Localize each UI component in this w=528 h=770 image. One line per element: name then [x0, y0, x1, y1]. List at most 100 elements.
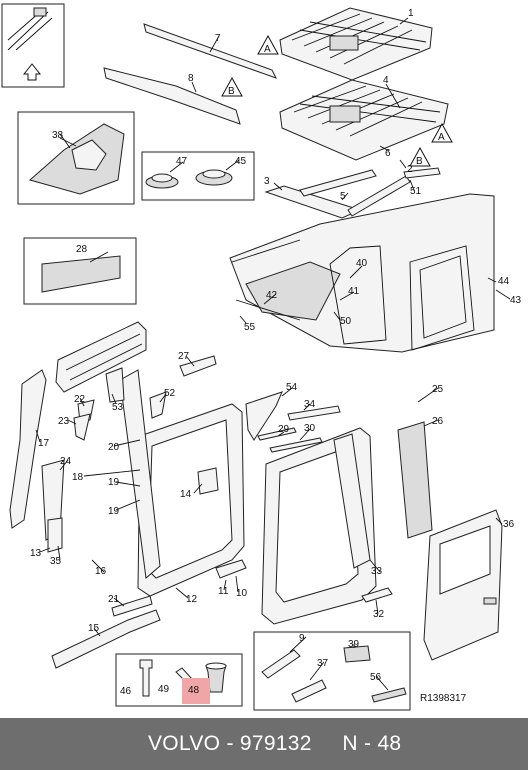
callout-47: 47 — [176, 156, 188, 167]
callout-27: 27 — [178, 351, 190, 362]
svg-text:B: B — [416, 156, 423, 167]
exploded-parts-diagram: A A B B 1 2 3 4 5 6 7 8 9 10 11 12 13 — [1, 3, 522, 711]
detail-marker-a-1: A — [257, 34, 279, 55]
callout-35: 35 — [50, 556, 62, 567]
orientation-inset — [1, 3, 65, 88]
part-number-footer: VOLVO - 979132 N - 48 — [0, 718, 528, 770]
callout-20: 20 — [108, 442, 120, 453]
svg-text:A: A — [438, 132, 445, 143]
callout-2: 2 — [407, 164, 413, 175]
callout-15: 15 — [88, 623, 100, 634]
callout-36: 36 — [503, 519, 515, 530]
roof-crossbar — [403, 167, 441, 179]
callout-7: 7 — [215, 33, 221, 44]
callout-labels: 1 2 3 4 5 6 7 8 9 10 11 12 13 14 15 16 1… — [30, 8, 522, 697]
callout-42: 42 — [266, 290, 278, 301]
callout-24: 24 — [60, 456, 72, 467]
bracket-53 — [105, 367, 125, 403]
callout-22: 22 — [74, 394, 86, 405]
callout-46: 46 — [120, 686, 132, 697]
callout-29: 29 — [278, 424, 290, 435]
callout-56: 56 — [370, 672, 382, 683]
callout-28: 28 — [76, 244, 88, 255]
strip-29 — [257, 427, 297, 441]
callout-49: 49 — [158, 684, 170, 695]
consumables-detail-box — [253, 631, 411, 711]
callout-25: 25 — [432, 384, 444, 395]
detail-marker-b-2: B — [409, 146, 431, 167]
callout-30: 30 — [304, 423, 316, 434]
roof-side-bar — [299, 169, 377, 197]
callout-34: 34 — [304, 399, 316, 410]
detail-marker-a-2: A — [431, 122, 453, 143]
bracket-32 — [361, 587, 393, 603]
callout-53: 53 — [112, 402, 124, 413]
strip-30 — [269, 437, 323, 453]
fastener-detail-box — [115, 653, 243, 707]
detail-box-28 — [23, 237, 137, 305]
b-pillar-trim — [397, 421, 433, 539]
reference-code: R1398317 — [420, 693, 467, 704]
callout-9: 9 — [299, 633, 305, 644]
trim-54 — [245, 391, 283, 441]
roof-assembly-bottom — [279, 79, 449, 161]
rear-door-frame — [261, 427, 377, 625]
callout-10: 10 — [236, 588, 248, 599]
a-pillar-left — [9, 369, 47, 529]
callout-1: 1 — [408, 8, 414, 19]
front-door-frame — [119, 369, 245, 597]
roof-assembly-top — [279, 7, 433, 81]
callout-41: 41 — [348, 286, 360, 297]
detail-marker-b-1: B — [221, 76, 243, 97]
callout-37: 37 — [317, 658, 329, 669]
front-crossmember — [55, 321, 147, 393]
bracket-52 — [149, 391, 167, 419]
callout-39: 39 — [348, 639, 360, 650]
callout-54: 54 — [286, 382, 298, 393]
callout-4: 4 — [383, 75, 389, 86]
callout-17: 17 — [38, 438, 50, 449]
callout-3: 3 — [264, 176, 270, 187]
svg-text:B: B — [228, 86, 235, 97]
svg-text:A: A — [264, 44, 271, 55]
callout-19b: 19 — [108, 506, 120, 517]
callout-45: 45 — [235, 156, 247, 167]
callout-52: 52 — [164, 388, 176, 399]
footer-part-label: VOLVO - 979132 N - 48 — [148, 732, 402, 755]
sill-21 — [111, 595, 153, 617]
detail-box-47-45 — [141, 151, 255, 201]
bracket-27 — [179, 355, 217, 377]
callout-23: 23 — [58, 416, 70, 427]
callout-32: 32 — [373, 609, 385, 620]
callout-21: 21 — [108, 594, 120, 605]
strip-34 — [287, 405, 341, 421]
callout-6: 6 — [385, 148, 391, 159]
detail-box-38 — [17, 111, 135, 205]
callout-12: 12 — [186, 594, 198, 605]
roof-front-bow — [103, 67, 241, 125]
sill-15 — [51, 609, 161, 669]
callout-43: 43 — [510, 295, 522, 306]
callout-38: 38 — [52, 130, 64, 141]
bracket-14 — [197, 467, 219, 495]
rear-door — [423, 509, 503, 661]
roof-rail-strip — [143, 23, 278, 79]
callout-16: 16 — [95, 566, 107, 577]
callout-33: 33 — [371, 566, 383, 577]
up-arrow-icon — [22, 63, 42, 81]
callout-13: 13 — [30, 548, 42, 559]
callout-18: 18 — [72, 472, 84, 483]
callout-51: 51 — [410, 186, 422, 197]
callout-14: 14 — [180, 489, 192, 500]
assembled-cab — [229, 193, 495, 353]
callout-44: 44 — [498, 276, 510, 287]
callout-50: 50 — [340, 316, 352, 327]
callout-5: 5 — [340, 191, 346, 202]
callout-48: 48 — [188, 685, 200, 696]
bracket-11 — [215, 559, 247, 579]
callout-19a: 19 — [108, 477, 120, 488]
roof-side-bar-2 — [347, 175, 411, 217]
callout-26: 26 — [432, 416, 444, 427]
bracket-23 — [73, 413, 91, 441]
